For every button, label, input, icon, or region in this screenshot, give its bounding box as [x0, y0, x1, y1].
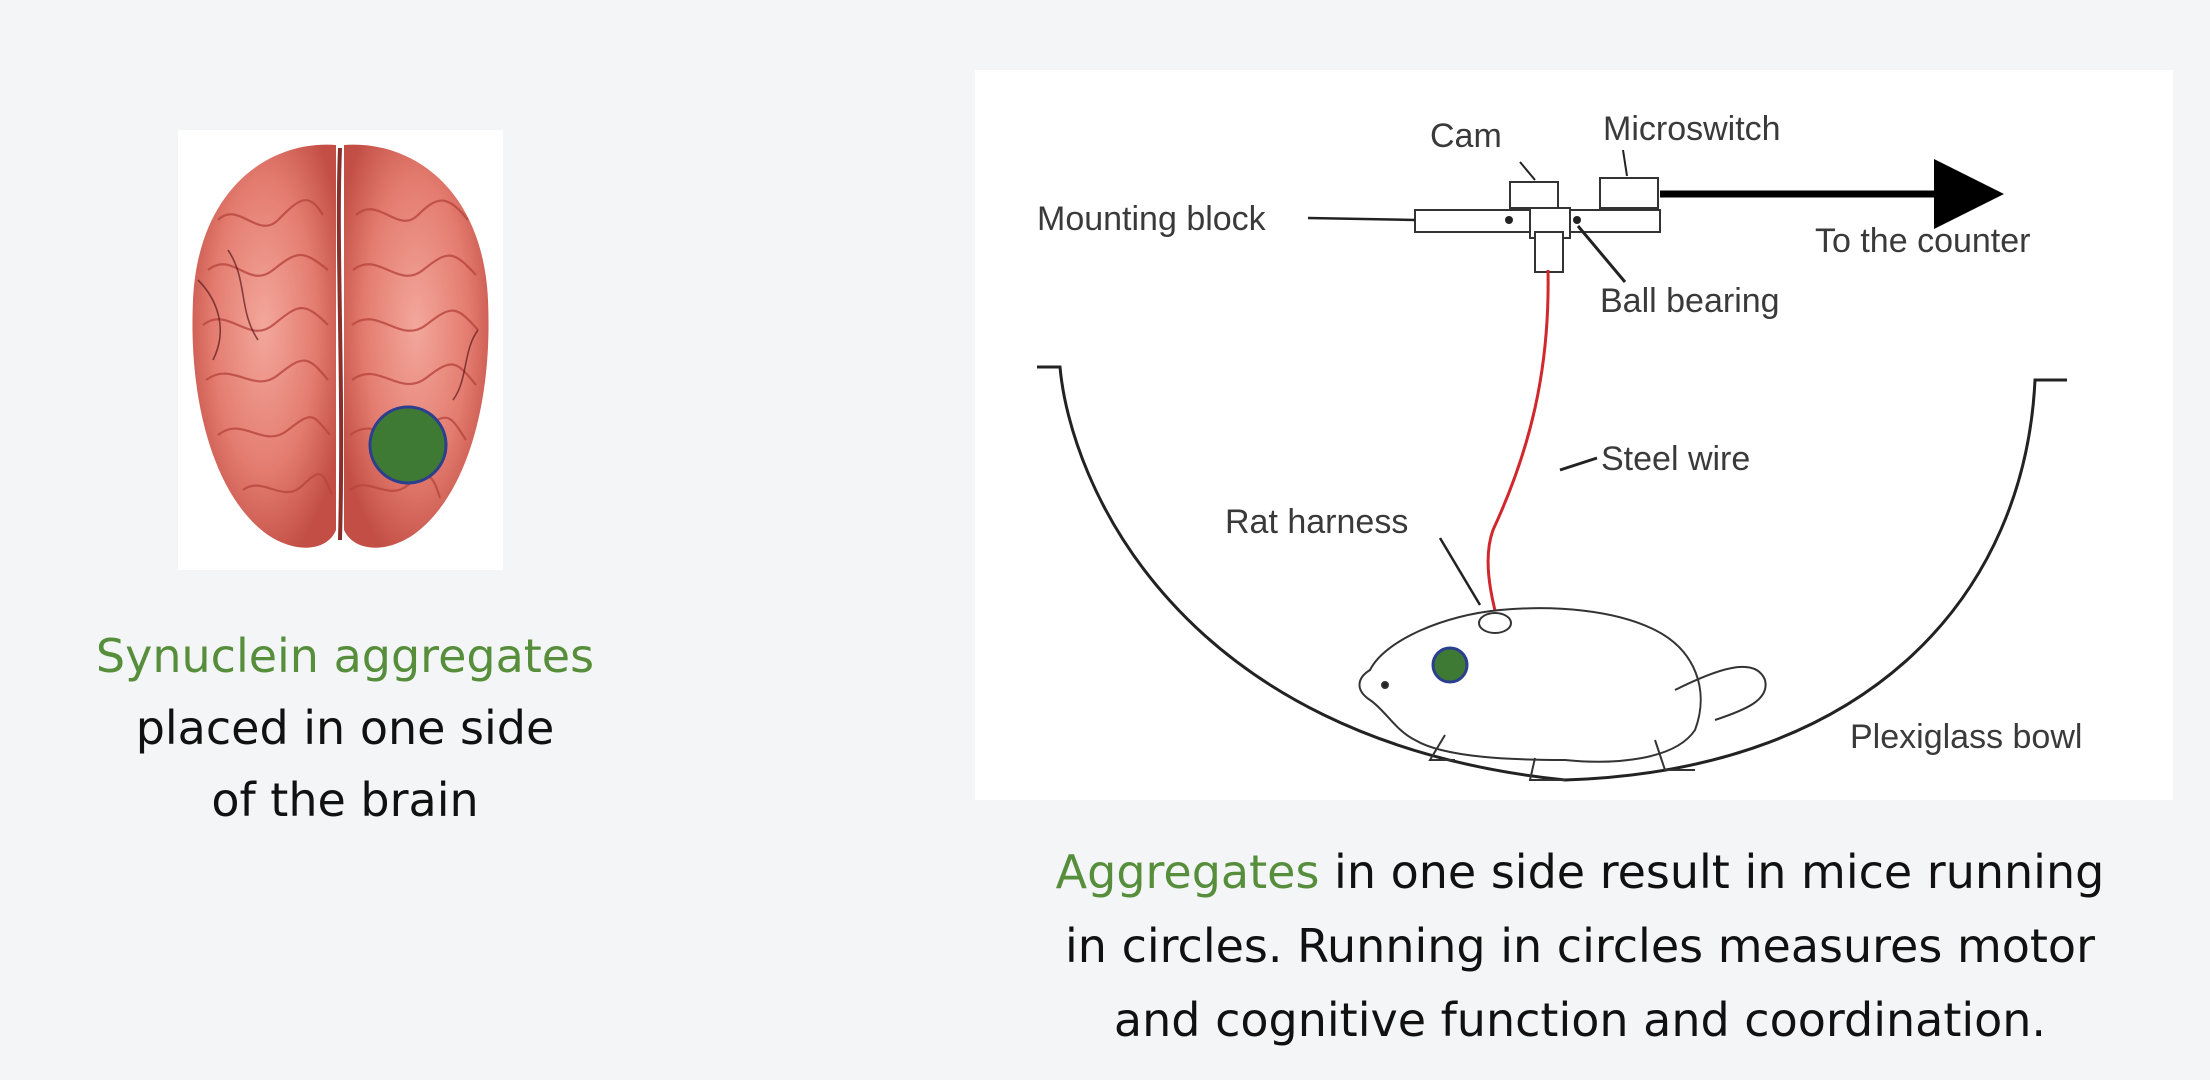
- rotation-apparatus-diagram: Cam Microswitch Mounting block To the co…: [975, 70, 2173, 800]
- brain-caption-line3: of the brain: [211, 773, 479, 827]
- aggregates-highlight: Aggregates: [1055, 845, 1320, 899]
- label-cam: Cam: [1430, 117, 1502, 155]
- aggregate-marker-brain: [368, 405, 448, 485]
- brain-photo: [178, 130, 503, 570]
- experiment-caption: Aggregates in one side result in mice ru…: [985, 835, 2175, 1057]
- label-plexiglass-bowl: Plexiglass bowl: [1850, 718, 2082, 756]
- aggregate-marker-rat: [1431, 646, 1469, 684]
- experiment-caption-line3: and cognitive function and coordination.: [1113, 993, 2047, 1047]
- label-to-the-counter: To the counter: [1815, 222, 2030, 260]
- label-rat-harness: Rat harness: [1225, 503, 1408, 541]
- label-microswitch: Microswitch: [1603, 110, 1781, 148]
- label-ball-bearing: Ball bearing: [1600, 282, 1780, 320]
- label-mounting-block: Mounting block: [1037, 200, 1267, 238]
- synuclein-highlight: Synuclein aggregates: [95, 629, 595, 683]
- rat-drawing: [1358, 607, 1767, 781]
- microswitch-shape: [1599, 177, 1659, 209]
- experiment-caption-line2: in circles. Running in circles measures …: [1065, 919, 2095, 973]
- brain-caption: Synuclein aggregates placed in one side …: [40, 620, 650, 836]
- label-steel-wire: Steel wire: [1601, 440, 1750, 478]
- brain-caption-line2: placed in one side: [135, 701, 555, 755]
- experiment-caption-line1: in one side result in mice running: [1319, 845, 2105, 899]
- cam-shape: [1509, 181, 1559, 209]
